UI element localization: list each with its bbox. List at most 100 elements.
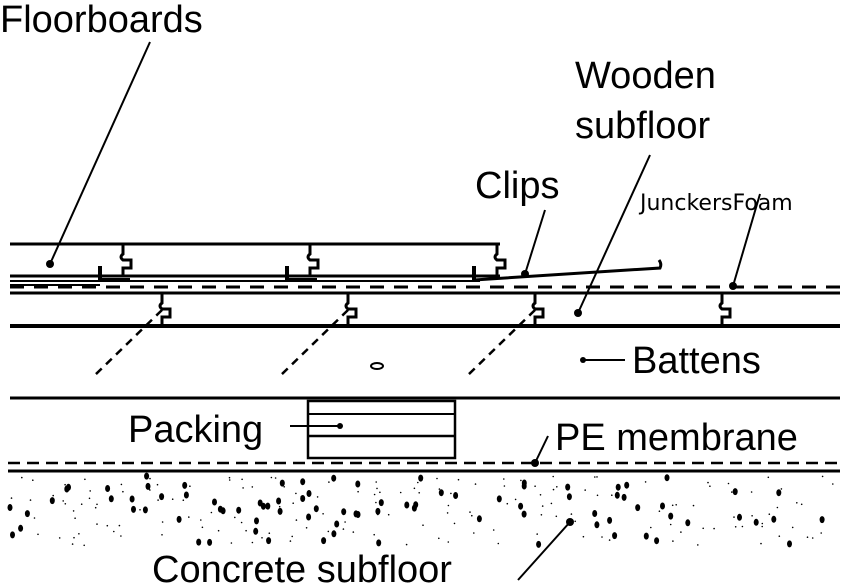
aggregate-speck [96,503,98,506]
aggregate-speck [650,526,652,529]
aggregate-speck [149,477,151,480]
aggregate-speck [183,491,189,499]
aggregate-speck [768,513,771,515]
aggregate-speck [732,488,738,496]
aggregate-speck [245,529,247,532]
aggregate-speck [373,493,376,496]
aggregate-speck [751,515,753,517]
aggregate-speck [322,513,324,515]
aggregate-speck [660,502,665,510]
aggregate-speck [672,540,674,542]
aggregate-speck [375,501,377,504]
aggregate-speck [438,488,441,490]
aggregate-speck [474,483,477,485]
aggregate-speck [806,536,809,538]
aggregate-speck [457,478,460,481]
aggregate-speck [277,507,283,515]
subfloor-joint [158,293,172,326]
aggregate-speck [64,483,66,486]
aggregate-speck [506,502,509,505]
aggregate-speck [189,485,191,488]
aggregate-speck [207,538,213,546]
aggregate-speck [196,538,202,546]
aggregate-speck [624,481,630,489]
aggregate-speck [289,540,292,542]
aggregate-speck [503,485,506,487]
aggregate-speck [614,491,620,499]
wooden-subfloor-leader [577,154,651,314]
aggregate-speck [608,539,611,541]
aggregate-speck [750,491,753,493]
aggregate-speck [291,535,294,538]
aggregate-speck [228,479,231,481]
aggregate-speck [279,479,285,487]
aggregate-speck [469,511,471,513]
aggregate-speck [254,531,256,534]
aggregate-speck [62,500,64,502]
aggregate-speck [66,483,71,491]
aggregate-speck [331,474,337,482]
aggregate-speck [37,533,39,536]
aggregate-speck [71,543,74,545]
aggregate-speck [446,512,449,514]
aggregate-speck [685,519,691,527]
aggregate-speck [776,506,779,509]
aggregate-speck [278,505,281,508]
aggregate-speck [596,494,599,497]
aggregate-speck [821,475,824,478]
clips-leader [524,209,546,275]
aggregate-speck [555,515,558,518]
aggregate-speck [24,510,30,518]
aggregate-speck [157,499,159,501]
aggregate-speck [201,526,204,529]
aggregate-speck [377,513,379,516]
aggregate-speck [709,485,711,488]
aggregate-speck [334,520,340,528]
aggregate-speck [88,497,91,500]
aggregate-speck [733,516,735,518]
floorboards-leader [49,41,151,265]
label-packing: Packing [128,409,263,451]
aggregate-speck [540,514,543,516]
aggregate-speck [820,532,822,534]
aggregate-speck [596,476,598,478]
aggregate-speck [182,481,188,489]
aggregate-speck [182,499,185,502]
aggregate-speck [753,518,759,526]
subfloor-joint [344,293,358,326]
aggregate-speck [375,481,378,483]
aggregate-speck [188,516,190,518]
aggregate-speck [654,537,660,545]
aggregate-speck [161,534,163,536]
aggregate-speck [105,485,111,492]
aggregate-speck [254,517,259,525]
aggregate-speck [316,496,319,498]
aggregate-speck [778,535,781,537]
floorboard-joint [493,244,507,276]
aggregate-speck [615,483,621,491]
aggregate-speck [707,481,709,484]
aggregate-speck [399,491,402,494]
aggregate-speck [234,516,236,519]
aggregate-speck [58,537,61,539]
aggregate-speck [692,504,695,507]
aggregate-speck [514,498,517,501]
aggregate-speck [737,513,742,521]
pe-membrane-leader [534,435,549,464]
aggregate-speck [760,542,762,545]
aggregate-speck [538,542,540,545]
subfloor-joint [531,293,545,326]
aggregate-speck [341,508,347,516]
aggregate-speck [566,493,572,501]
aggregate-speck [242,487,244,489]
aggregate-speck [741,525,744,528]
aggregate-speck [33,517,36,519]
aggregate-speck [658,510,661,512]
packing-leader-dot [337,423,343,429]
aggregate-speck [521,482,527,490]
aggregate-speck [811,537,814,539]
aggregate-speck [518,502,524,510]
aggregate-speck [228,476,231,479]
aggregate-speck [230,542,233,544]
